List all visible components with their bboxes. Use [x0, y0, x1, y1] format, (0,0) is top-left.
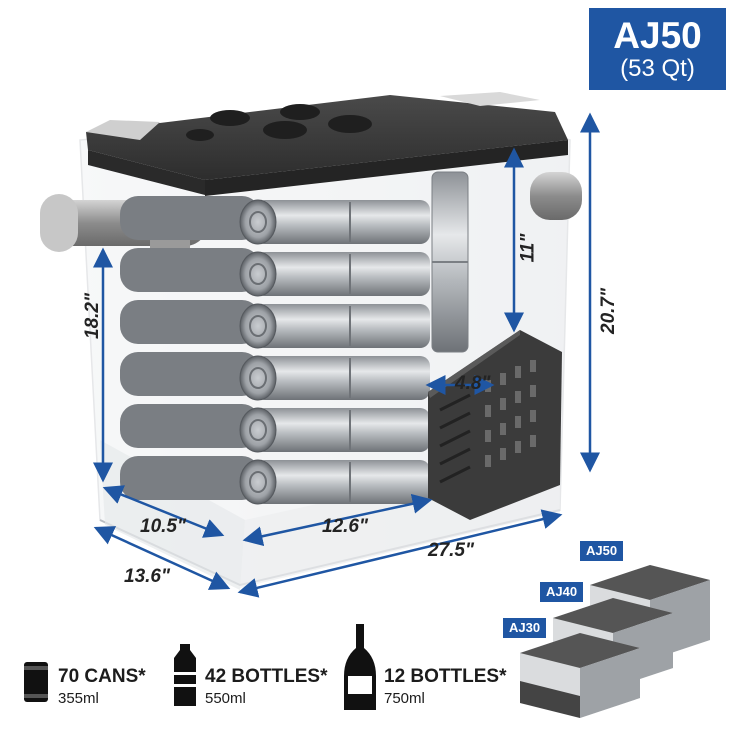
dimension-lines	[93, 112, 600, 598]
can-top	[239, 251, 277, 297]
model-name: AJ50	[613, 15, 702, 56]
can-body	[255, 200, 430, 244]
dim-depth: 13.6"	[124, 566, 170, 587]
model-size-comparison	[520, 565, 710, 718]
dim-compressor-height: 11"	[517, 233, 539, 263]
fridge-lid	[86, 92, 568, 196]
model-capacity: (53 Qt)	[620, 55, 695, 82]
dim-compressor-depth: 4.8"	[455, 373, 491, 394]
can-top	[239, 199, 277, 245]
can-top	[239, 303, 277, 349]
can-back	[120, 300, 260, 344]
capacity-cans: 70 CANS* 355ml	[0, 622, 170, 712]
can-stack	[120, 196, 430, 505]
capacity-plastic-bottles: 42 BOTTLES* 550ml	[170, 622, 340, 712]
model-badge: AJ50 (53 Qt)	[589, 8, 726, 90]
can-back	[120, 352, 260, 396]
capacity-label: 42 BOTTLES*	[205, 666, 328, 687]
capacity-label: 12 BOTTLES*	[384, 666, 507, 687]
can-body	[255, 356, 430, 400]
dim-length: 27.5"	[428, 540, 474, 561]
dim-total-height: 20.7"	[598, 288, 619, 334]
capacity-wine-bottles: 12 BOTTLES* 750ml	[340, 622, 520, 712]
can-top	[239, 355, 277, 401]
can-back	[120, 248, 260, 292]
can-tab	[249, 263, 267, 285]
can-tab	[249, 211, 267, 233]
model-tag-aj30: AJ30	[503, 618, 547, 638]
plastic-bottle-icon	[174, 644, 196, 706]
capacity-label: 70 CANS*	[58, 666, 146, 687]
dim-inner-width: 10.5"	[140, 516, 186, 537]
upright-cans	[431, 171, 469, 353]
capacity-size: 750ml	[384, 690, 425, 707]
can-body	[255, 252, 430, 296]
can-body	[255, 460, 430, 504]
can-icon	[24, 662, 48, 702]
can-back	[120, 404, 260, 448]
can-back	[120, 456, 260, 500]
can-tab	[249, 367, 267, 389]
model-tag-aj50: AJ50	[580, 541, 624, 561]
can-top	[239, 407, 277, 453]
capacity-size: 550ml	[205, 690, 246, 707]
can-body	[255, 408, 430, 452]
dim-inner-height: 18.2"	[82, 293, 103, 339]
can-tab	[249, 315, 267, 337]
dim-inner-length: 12.6"	[322, 516, 368, 537]
model-tag-aj40: AJ40	[540, 582, 584, 602]
can-tab	[249, 419, 267, 441]
wine-bottle-icon	[344, 624, 376, 710]
can-back	[120, 196, 260, 240]
can-tab	[249, 471, 267, 493]
can-body	[255, 304, 430, 348]
can-top	[239, 459, 277, 505]
capacity-size: 355ml	[58, 690, 99, 707]
